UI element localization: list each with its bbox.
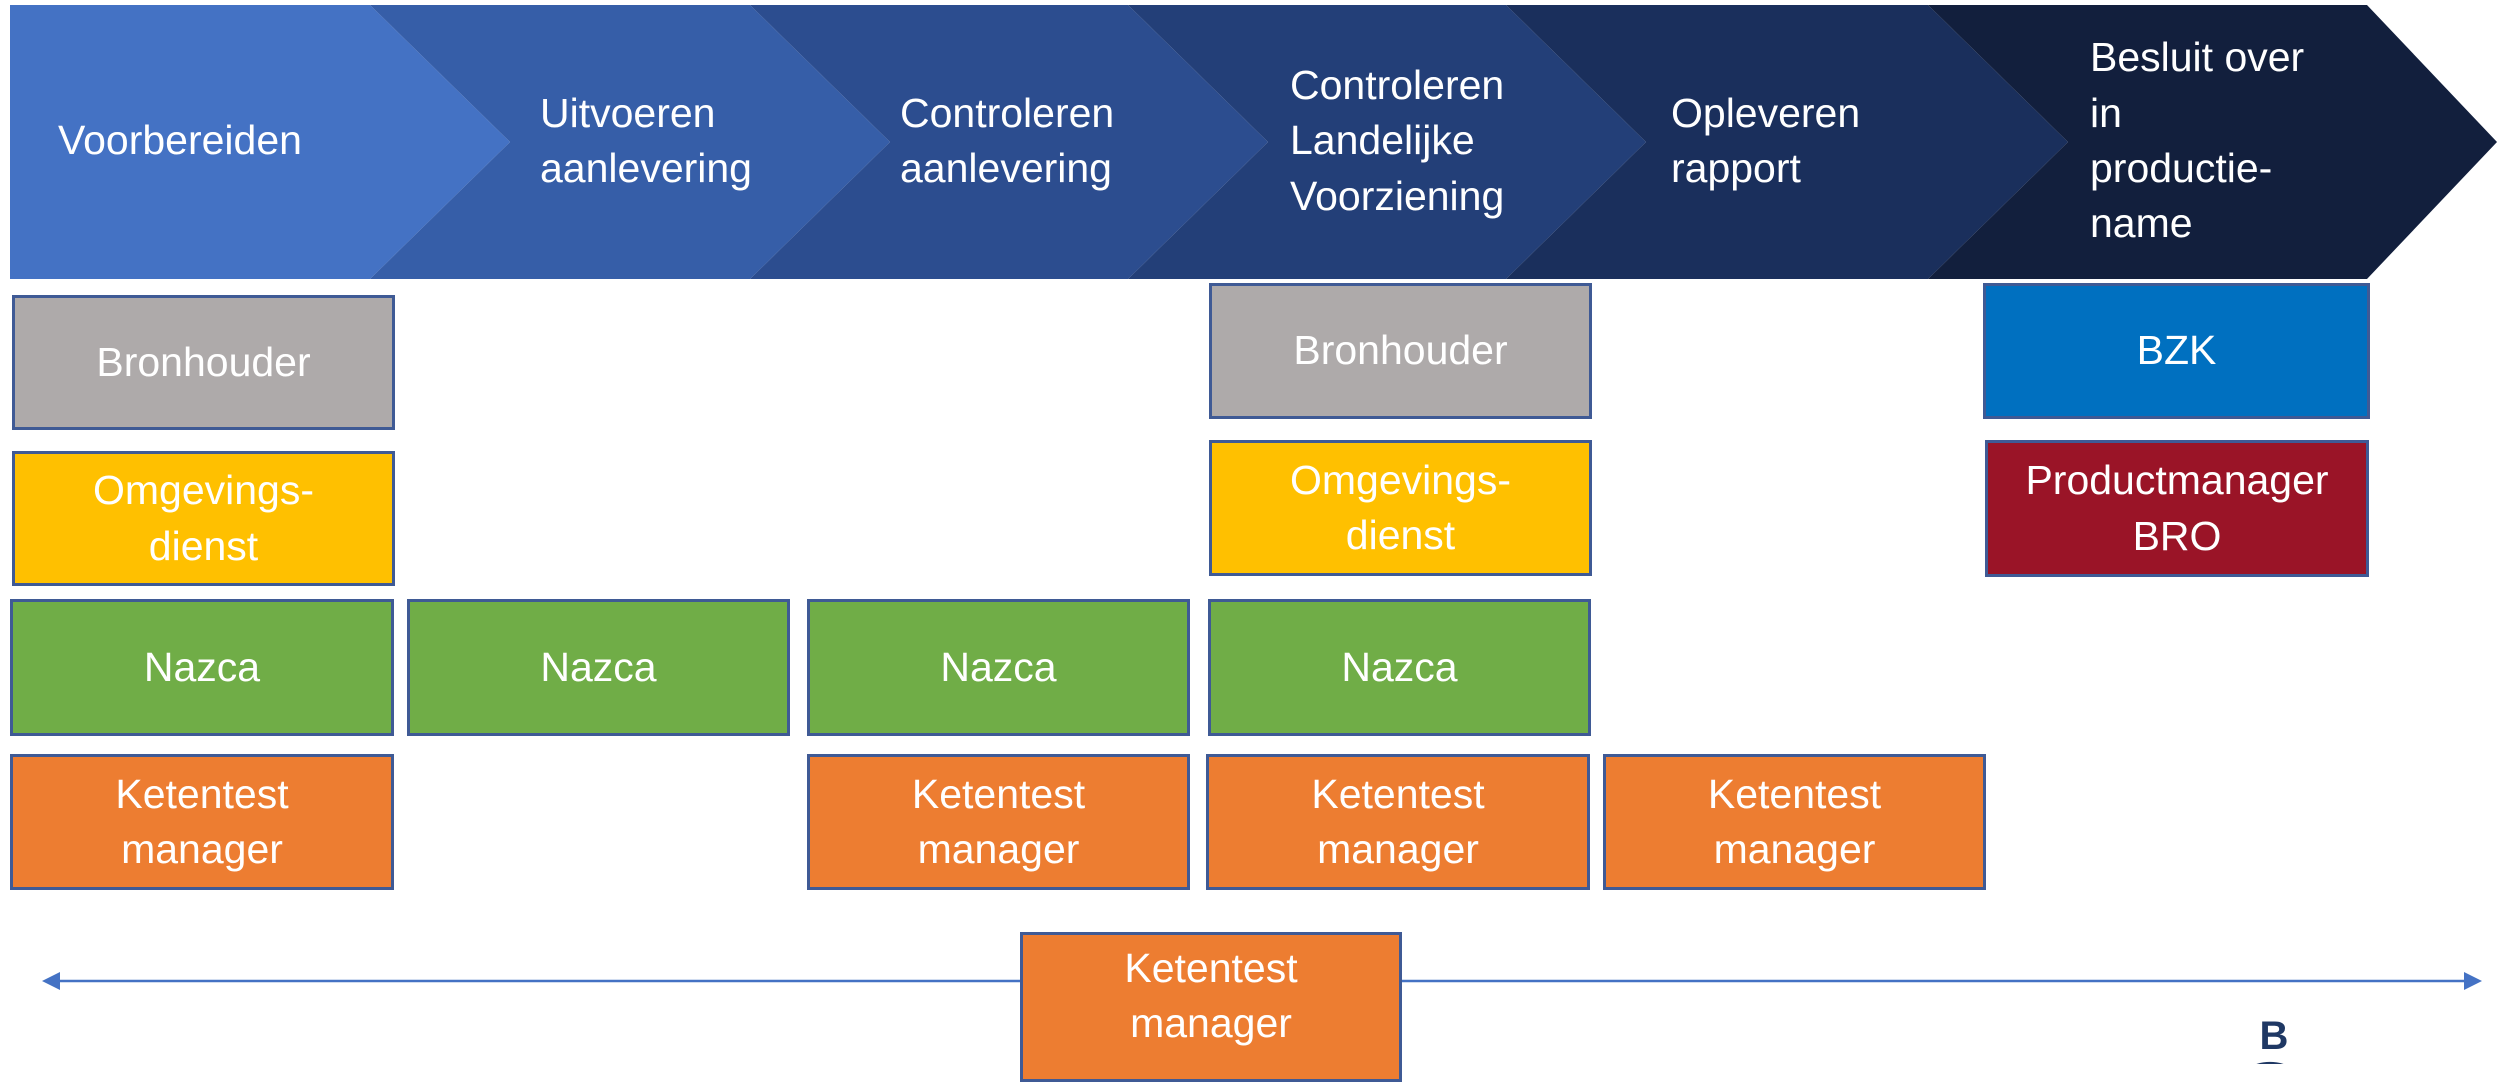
role-ketentest-manager: Ketentest manager: [10, 754, 394, 890]
step-2-label: Uitvoeren aanlevering: [540, 89, 752, 191]
process-chevron-bar: [10, 5, 2497, 279]
role-productmanager-bro: Productmanager BRO: [1985, 440, 2369, 577]
step-3-label: Controleren aanlevering: [900, 89, 1115, 191]
role-omgevingsdienst: Omgevings- dienst: [1209, 440, 1592, 576]
role-bronhouder: Bronhouder: [1209, 283, 1592, 419]
arrow-head-left: [42, 972, 60, 990]
role-ketentest-manager: Ketentest manager: [1603, 754, 1986, 890]
step-4-label: Controleren Landelijke Voorziening: [1290, 61, 1505, 219]
svg-text:B: B: [2260, 1014, 2289, 1058]
step-5-chevron: [1506, 5, 2068, 279]
step-5-label: Opleveren rapport: [1671, 89, 1861, 191]
step-3-chevron: [750, 5, 1268, 279]
step-6-label: Besluit over in productie- name: [2090, 34, 2305, 247]
step-6-chevron: [1928, 5, 2497, 279]
step-4-chevron: [1128, 5, 1646, 279]
role-ketentest-manager: Ketentest manager: [807, 754, 1190, 890]
role-bronhouder: Bronhouder: [12, 295, 395, 430]
role-omgevingsdienst: Omgevings- dienst: [12, 451, 395, 586]
role-nazca: Nazca: [10, 599, 394, 736]
role-nazca: Nazca: [407, 599, 790, 736]
overall-ketentest-manager: Ketentest manager: [1020, 932, 1402, 1082]
step-1-label: Voorbereiden: [58, 117, 302, 164]
role-nazca: Nazca: [807, 599, 1190, 736]
svg-text:R: R: [2263, 1059, 2285, 1064]
arrow-head-right: [2464, 972, 2482, 990]
bro-logo-icon: B R: [2210, 1005, 2330, 1064]
role-ketentest-manager: Ketentest manager: [1206, 754, 1590, 890]
role-nazca: Nazca: [1208, 599, 1591, 736]
step-2-chevron: [370, 5, 890, 279]
role-bzk: BZK: [1983, 283, 2370, 419]
step-1-chevron: [10, 5, 510, 279]
